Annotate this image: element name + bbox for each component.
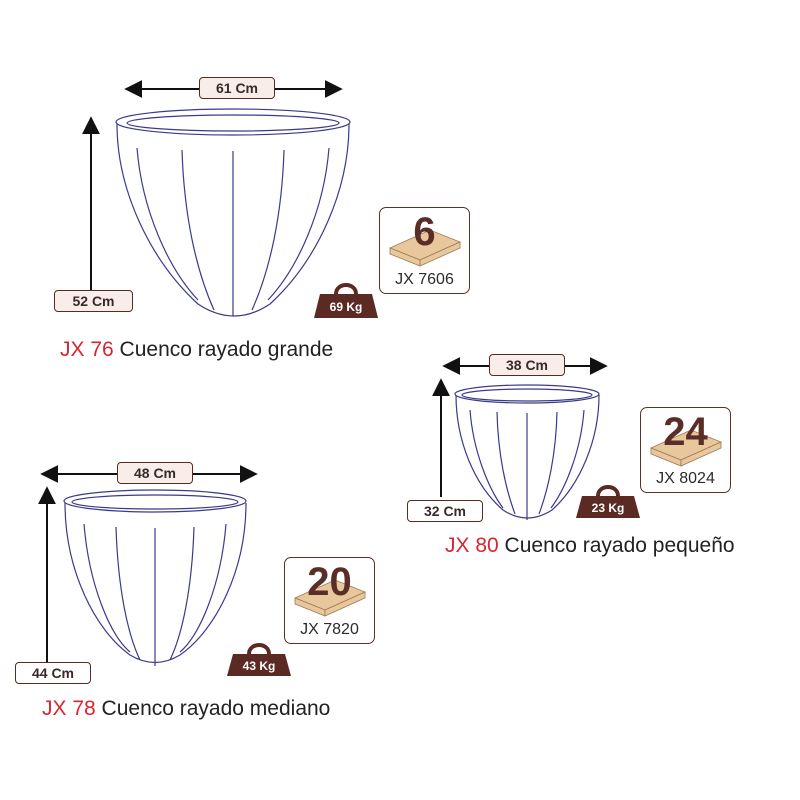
- pallet-box: 20 JX 7820: [284, 557, 375, 644]
- height-label: 32 Cm: [407, 500, 483, 522]
- pot-large-drawing: 69 Kg: [82, 80, 378, 318]
- pot-small: [454, 384, 600, 520]
- width-label: 38 Cm: [489, 354, 565, 376]
- product-code: JX 80: [445, 534, 499, 557]
- pallet-code: JX 7606: [395, 271, 454, 288]
- pallet-icon: [649, 429, 723, 467]
- height-label: 52 Cm: [54, 290, 133, 312]
- product-caption: JX 80 Cuenco rayado pequeño: [445, 534, 735, 558]
- weight-badge: 43 Kg: [227, 643, 291, 676]
- pallet-icon: [293, 579, 367, 617]
- pallet-count: 20: [307, 560, 352, 604]
- product-jx76: 69 Kg 61 Cm 52 Cm 6 JX 7606 JX 76 Cuenco…: [0, 0, 800, 380]
- product-name: Cuenco rayado mediano: [101, 697, 331, 720]
- product-name: Cuenco rayado pequeño: [504, 534, 735, 557]
- pallet-code: JX 7820: [300, 621, 359, 638]
- product-caption: JX 76 Cuenco rayado grande: [60, 338, 333, 362]
- pallet-box: 24 JX 8024: [640, 407, 731, 493]
- weight-text: 23 Kg: [592, 501, 625, 515]
- pallet-count: 6: [413, 210, 436, 254]
- width-label: 61 Cm: [199, 77, 275, 99]
- weight-text: 69 Kg: [330, 300, 363, 314]
- product-code: JX 78: [42, 697, 96, 720]
- pot-large: [115, 108, 351, 317]
- product-code: JX 76: [60, 338, 114, 361]
- pallet-icon: [388, 229, 462, 267]
- pallet-box: 6 JX 7606: [379, 207, 470, 294]
- product-caption: JX 78 Cuenco rayado mediano: [42, 697, 330, 721]
- height-label: 44 Cm: [15, 662, 91, 684]
- pot-medium: [63, 489, 247, 666]
- width-label: 48 Cm: [117, 462, 193, 484]
- weight-text: 43 Kg: [243, 659, 276, 673]
- weight-badge: 69 Kg: [314, 283, 378, 318]
- pallet-count: 24: [663, 410, 708, 454]
- product-name: Cuenco rayado grande: [119, 338, 334, 361]
- pallet-code: JX 8024: [656, 470, 715, 487]
- weight-badge: 23 Kg: [576, 485, 640, 518]
